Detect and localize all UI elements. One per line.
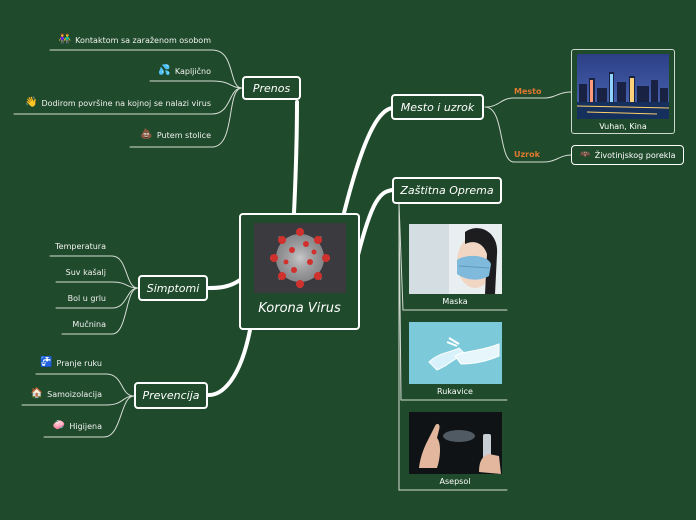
subtopic-label: Kontaktom sa zaraženom osobom — [75, 35, 211, 45]
central-title: Korona Virus — [258, 301, 341, 316]
subtopic-label: Higijena — [69, 421, 102, 431]
subtopic-bol-u-grlu[interactable]: Bol u grlu — [68, 294, 106, 303]
subtopic-label: Dodirom površine na kojnoj se nalazi vir… — [41, 98, 211, 108]
subtopic-label: Suv kašalj — [65, 268, 106, 277]
subtopic-asepsol[interactable]: Asepsol — [407, 412, 503, 488]
relationship-label-uzrok: Uzrok — [514, 150, 540, 159]
subtopic-label: Vuhan, Kina — [599, 122, 647, 131]
connector-prenos — [292, 100, 299, 215]
connector-zastitna — [356, 188, 394, 257]
subtopic-label: Putem stolice — [156, 130, 211, 140]
soap-icon: 🧼 — [52, 420, 66, 431]
subtopic-label: Maska — [442, 297, 468, 306]
waving-hand-icon: 👋 — [25, 97, 38, 108]
subtopic-label: Životinjskog porekla — [594, 150, 676, 160]
connector-prevencija — [207, 328, 252, 397]
mask-image — [408, 224, 502, 294]
subtopic-vuhan[interactable]: Vuhan, Kina — [571, 49, 675, 134]
connector-simptomi — [207, 278, 242, 290]
house-icon: 🏠 — [30, 388, 44, 399]
subtopic-kontakt[interactable]: 👫 Kontaktom sa zaraženom osobom — [59, 35, 211, 45]
bat-icon: 🦇 — [579, 150, 591, 160]
topic-mesto-i-uzrok[interactable]: Mesto i uzrok — [391, 94, 484, 120]
subtopic-mucnina[interactable]: Mučnina — [72, 320, 106, 329]
subtopic-dodir[interactable]: 👋 Dodirom površine na kojnoj se nalazi v… — [25, 98, 211, 108]
topic-zastitna-oprema[interactable]: Zaštitna Oprema — [392, 177, 502, 204]
wuhan-city-image — [577, 54, 669, 119]
coronavirus-image — [253, 223, 346, 293]
people-icon: 👫 — [58, 34, 72, 45]
central-topic[interactable]: Korona Virus — [239, 213, 360, 330]
subtopic-label: Asepsol — [439, 477, 471, 486]
subtopic-label: Pranje ruku — [56, 358, 102, 368]
subtopic-zivotinjskog-porekla[interactable]: 🦇 Životinjskog porekla — [571, 145, 684, 165]
gloves-image — [408, 322, 502, 384]
subtopic-temperatura[interactable]: Temperatura — [55, 242, 106, 251]
subtopic-label: Samoizolacija — [47, 389, 102, 399]
subtopic-suv-kasalj[interactable]: Suv kašalj — [66, 268, 106, 277]
faucet-icon: 🚰 — [40, 357, 53, 368]
connector-mesto — [342, 106, 394, 215]
subtopic-label: Mučnina — [72, 320, 106, 329]
sanitizer-image — [408, 412, 502, 474]
subtopic-higijena[interactable]: 🧼 Higijena — [53, 421, 102, 431]
subtopic-samoizolacija[interactable]: 🏠 Samoizolacija — [31, 389, 102, 399]
poop-icon: 💩 — [140, 129, 153, 140]
subtopic-stolica[interactable]: 💩 Putem stolice — [140, 130, 211, 140]
topic-prenos[interactable]: Prenos — [242, 76, 301, 100]
subtopic-label: Kapljično — [174, 66, 211, 76]
subtopic-label: Rukavice — [437, 387, 473, 396]
subtopic-rukavice[interactable]: Rukavice — [407, 322, 503, 398]
subtopic-pranje-ruku[interactable]: 🚰 Pranje ruku — [40, 358, 102, 368]
topic-simptomi[interactable]: Simptomi — [138, 275, 208, 301]
subtopic-kapljicno[interactable]: 💦 Kapljično — [158, 66, 211, 76]
subtopic-label: Temperatura — [55, 242, 106, 251]
topic-prevencija[interactable]: Prevencija — [134, 382, 208, 409]
relationship-label-mesto: Mesto — [514, 87, 542, 96]
droplets-icon: 💦 — [158, 65, 171, 76]
subtopic-label: Bol u grlu — [67, 294, 106, 303]
subtopic-maska[interactable]: Maska — [407, 224, 503, 308]
